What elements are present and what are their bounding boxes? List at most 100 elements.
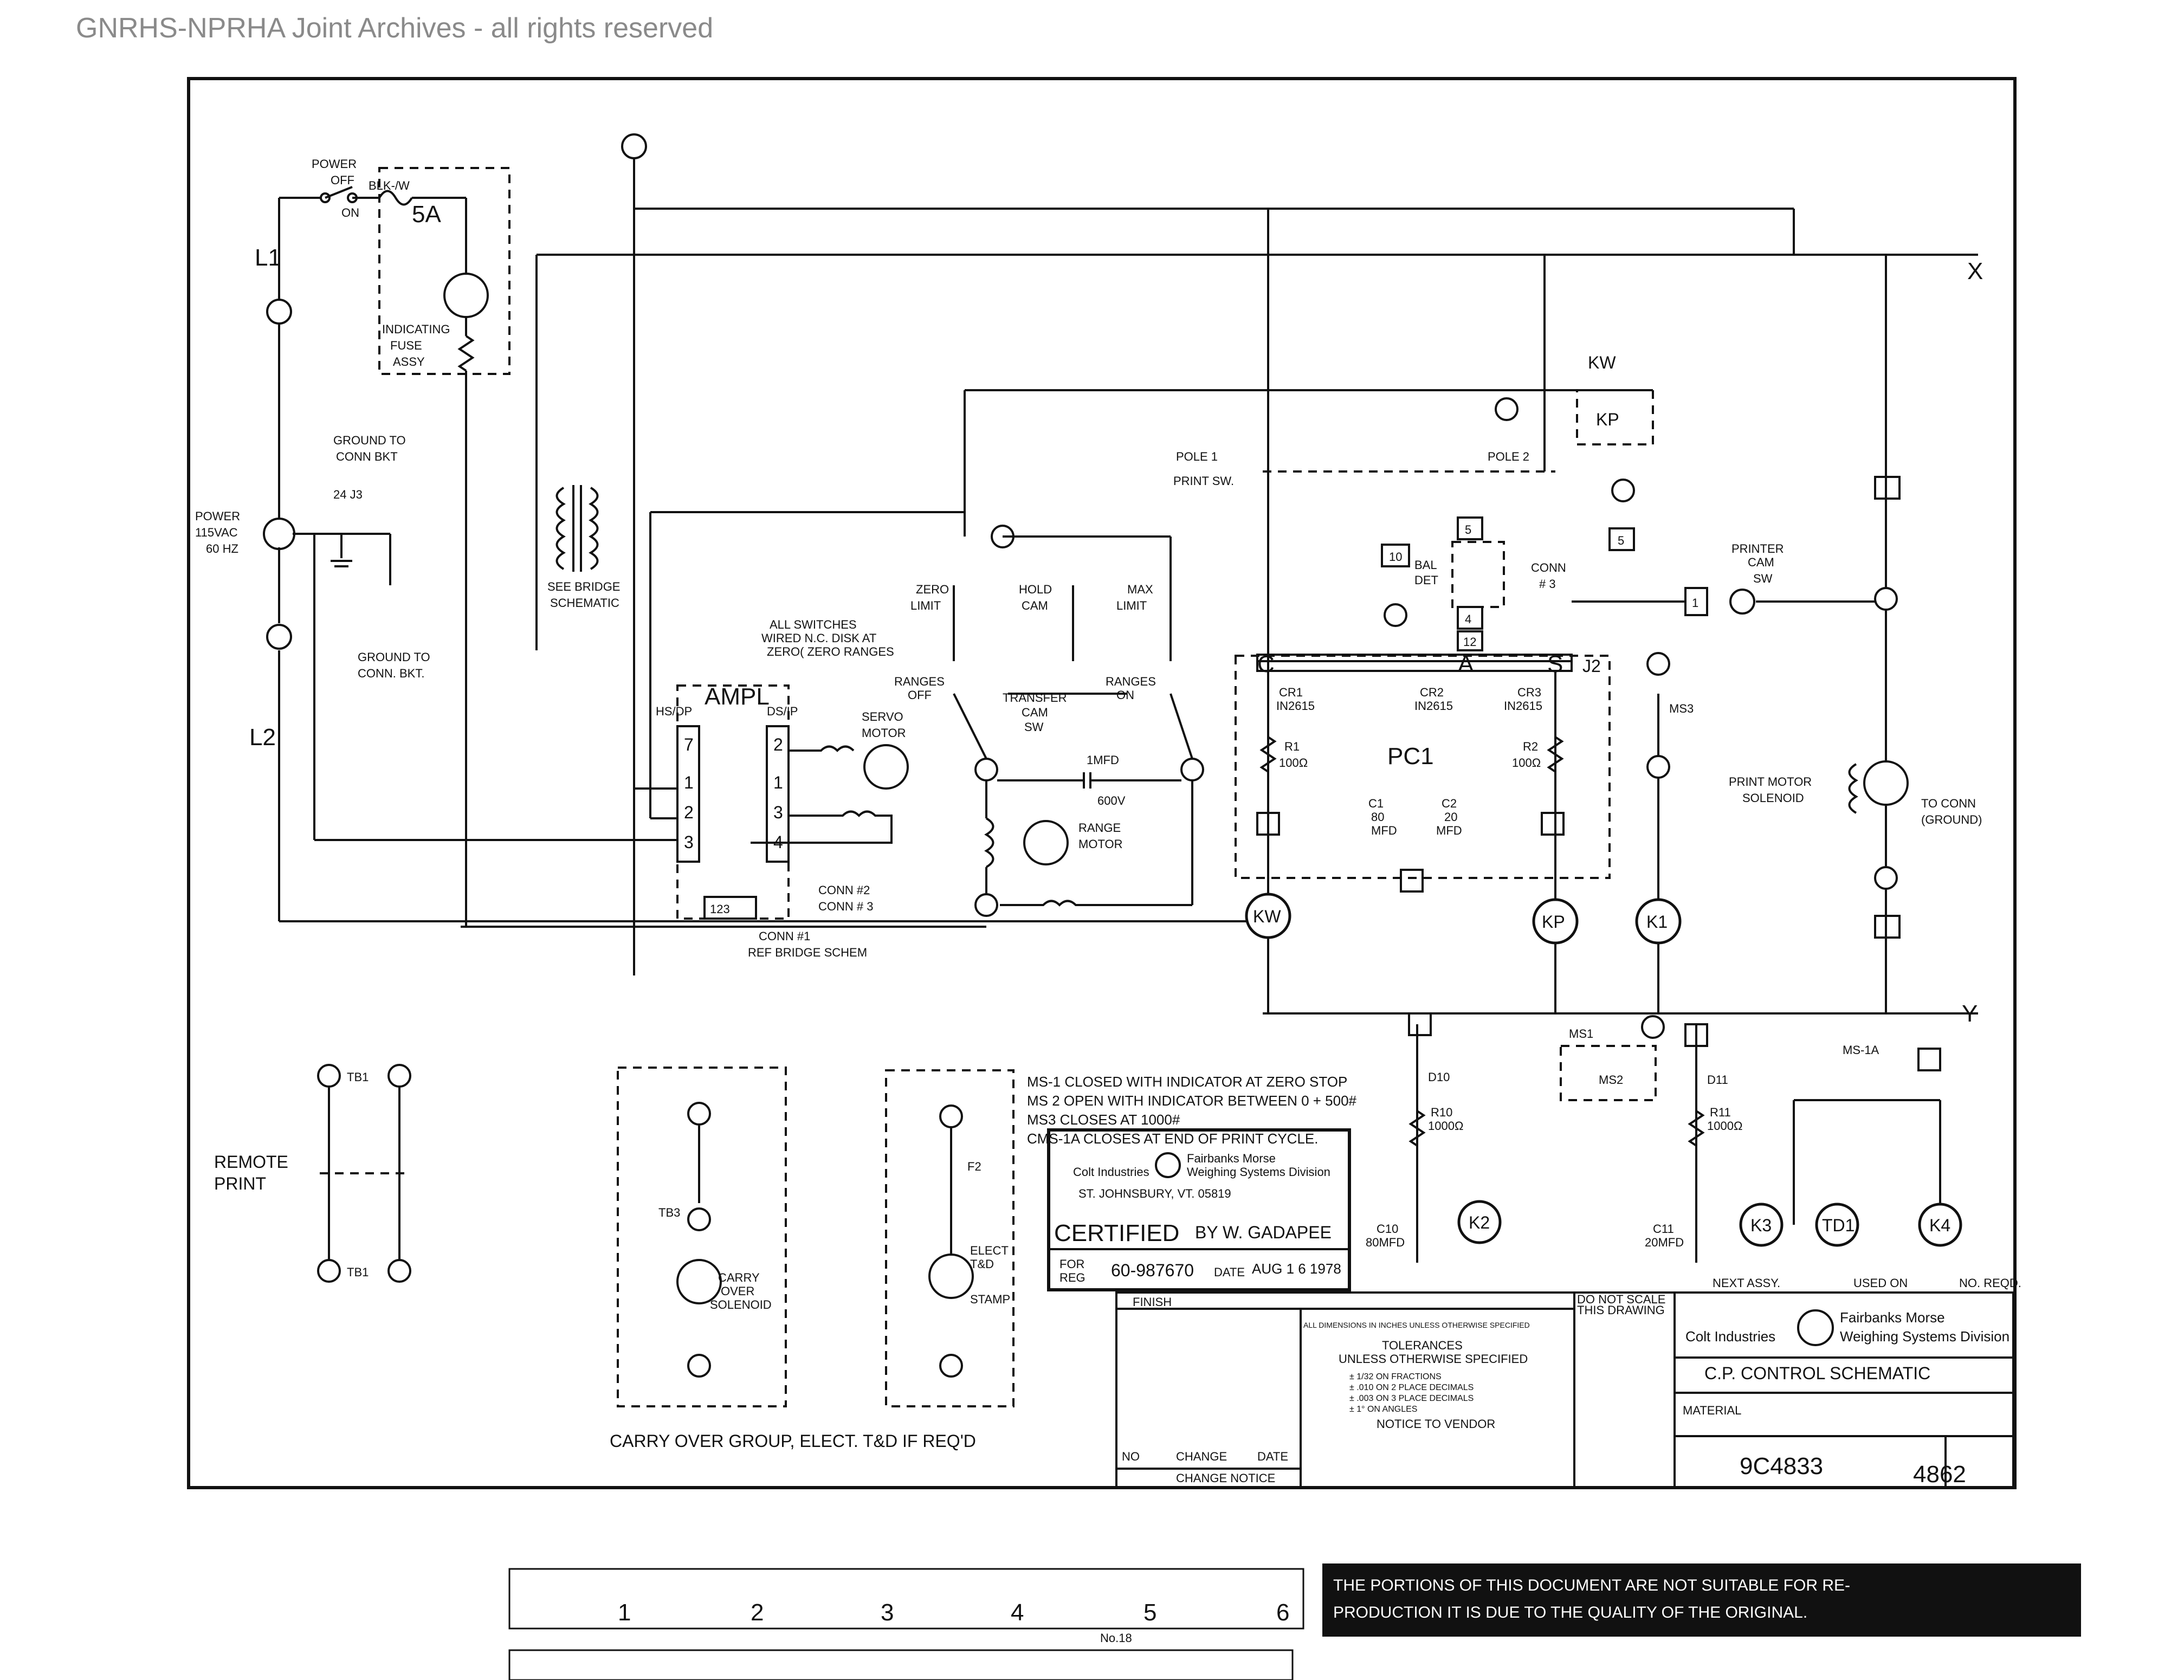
kp-contact-label: KP [1596,410,1619,429]
ms2-label: MS2 [1599,1073,1623,1087]
td-label: T&D [970,1257,994,1271]
unless-label: UNLESS OTHERWISE SPECIFIED [1339,1352,1528,1366]
remote-label: REMOTE [214,1152,288,1172]
note-4: CMS-1A CLOSES AT END OF PRINT CYCLE. [1027,1130,1318,1147]
servo-motor: SERVO MOTOR [751,710,909,844]
power-on-label: ON [341,206,359,219]
r1-value: 100Ω [1279,756,1308,770]
ground-label-2: GROUND TO [358,650,430,664]
ruler-3: 3 [881,1599,894,1626]
remote-tb-bottom: TB1 [347,1265,369,1279]
print-motor-label: PRINT MOTOR [1729,775,1812,789]
disclaimer-box: THE PORTIONS OF THIS DOCUMENT ARE NOT SU… [1322,1563,2081,1637]
printer-cam-label-2: CAM [1748,555,1774,569]
r2-label: R2 [1523,740,1538,753]
frequency-label: 60 HZ [206,542,238,555]
conn3-label: CONN # 3 [818,900,873,913]
fuse-label: FUSE [390,339,422,352]
pin-c: C [1257,651,1275,677]
stamp-division-1: Fairbanks Morse [1187,1152,1276,1165]
print-conn3-label: # 3 [1539,577,1556,591]
zero-ranges-note: ZERO( ZERO RANGES [767,645,894,658]
drawing-number: 9C4833 [1740,1453,1823,1479]
servo-label: SERVO [862,710,903,723]
ruler-no: No.18 [1100,1631,1132,1645]
print-solenoid-label: SOLENOID [1742,791,1804,805]
c10-label: C10 [1377,1222,1398,1236]
r10-value: 1000Ω [1428,1119,1463,1133]
r11-value: 1000Ω [1707,1119,1742,1133]
conn1-label: CONN #1 [759,929,810,943]
ruler-1: 1 [618,1599,631,1626]
assy-label: ASSY [393,355,425,369]
ms1-label: MS1 [1569,1027,1593,1041]
r1-label: R1 [1284,740,1300,753]
ref-bridge-label: REF BRIDGE SCHEM [748,946,867,959]
stamp-number: 60-987670 [1111,1261,1194,1280]
fuse-assembly-box [378,167,511,375]
ruler-5: 5 [1143,1599,1156,1626]
note-2: MS 2 OPEN WITH INDICATOR BETWEEN 0 + 500… [1027,1093,1357,1109]
change-notice-label: CHANGE NOTICE [1176,1471,1275,1485]
cr3-type: IN2615 [1504,699,1542,713]
material-label: MATERIAL [1683,1404,1741,1417]
cr2-type: IN2615 [1414,699,1453,713]
over-label: OVER [721,1284,754,1298]
drawing-border [187,77,2017,1489]
j3-label: 24 J3 [333,488,363,501]
ground-label-1: GROUND TO [333,434,406,447]
max-limit-label: MAX [1127,583,1153,596]
tb1-terminal-2 [266,624,292,650]
c10-value: 80MFD [1366,1236,1405,1249]
no-reqd-label: NO. REQD. [1959,1276,2021,1290]
ruler-2: 2 [751,1599,764,1626]
cap-value: 1MFD [1087,753,1119,767]
finish-label: FINISH [1133,1295,1172,1309]
print-conn-label: CONN [1531,561,1566,574]
ms3-label: MS3 [1669,702,1694,715]
range-label: RANGE [1078,821,1121,835]
ranges-on-label-2: ON [1116,688,1134,702]
hold-cam-label-2: CAM [1022,599,1048,612]
cr1-label: CR1 [1279,686,1303,699]
pc1-board: C A S J2 PC1 CR1 IN2615 CR2 IN2615 CR3 I… [1235,651,1611,893]
ruler-4: 4 [1011,1599,1024,1626]
title-block: FINISH DO NOT SCALE THIS DRAWING ALL DIM… [1115,1276,2021,1489]
remote-print: REMOTE PRINT TB1 TB1 [214,1064,411,1283]
svg-text:2: 2 [684,803,694,822]
kp-coil-label: KP [1542,912,1565,932]
c2-label: C2 [1442,797,1457,810]
cr1-type: IN2615 [1276,699,1315,713]
r2-value: 100Ω [1512,756,1541,770]
servo-motor-label: MOTOR [862,726,906,740]
conn-bkt-label-2: CONN. BKT. [358,667,424,680]
stamp-company: Colt Industries [1073,1165,1149,1179]
transfer-label: TRANSFER [1003,691,1067,705]
bus-y-label: Y [1962,1000,1978,1027]
rev-no-label: NO [1122,1450,1140,1463]
wire-label: BLK-/W [369,179,410,192]
solenoid-label: SOLENOID [710,1298,772,1311]
j2-label: J2 [1582,656,1601,676]
svg-text:4: 4 [1465,612,1471,626]
td1-coil-label: TD1 [1822,1216,1855,1235]
tb2-terminal-3 [974,758,998,781]
power-section: POWER OFF ON BLK-/W 5A INDICATING FUSE A… [195,157,1263,927]
svg-text:3: 3 [684,832,694,852]
c11-label: C11 [1653,1222,1674,1236]
ranges-on-label: RANGES [1106,675,1156,688]
pc1-title: PC1 [1387,743,1434,770]
carry-over-caption: CARRY OVER GROUP, ELECT. T&D IF REQ'D [610,1431,976,1451]
stamp-for: FOR [1059,1257,1084,1271]
range-motor-label: MOTOR [1078,837,1122,851]
tb1-terminal-9 [621,133,647,159]
tb1-terminal-1 [266,299,292,325]
hold-cam-label: HOLD [1019,583,1052,596]
conn2-label: CONN #2 [818,883,870,897]
notice-to-vendor: NOTICE TO VENDOR [1377,1417,1495,1431]
print-switch-section: POLE 1 PRINT SW. POLE 2 10 BAL DET CONN … [1173,209,1654,1013]
tol-line-4: ± 1° ON ANGLES [1349,1405,1417,1414]
tb1-terminal-5 [1874,866,1898,890]
pole2-label: POLE 2 [1488,450,1529,463]
